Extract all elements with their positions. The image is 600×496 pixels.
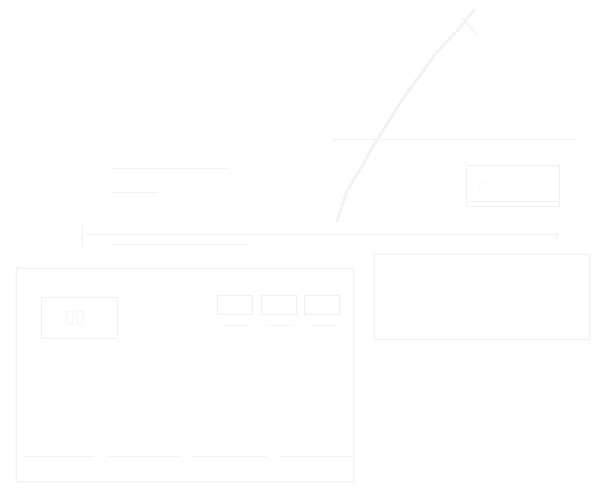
panel-token-underline-2: [267, 325, 293, 326]
main-separator-short: [112, 244, 248, 245]
panel-token-underline-3: [311, 325, 337, 326]
left-thumbnail-box: [41, 297, 118, 339]
panel-token-3: [304, 295, 340, 315]
top-right-divider: [332, 139, 576, 140]
left-content-panel: ▯▯: [16, 268, 354, 482]
small-right-box-inner-line: [470, 201, 558, 202]
left-heading-line-2: [112, 192, 158, 193]
panel-bottom-segment-4: [279, 456, 351, 457]
panel-token-2: [261, 295, 297, 315]
right-content-panel: [374, 254, 590, 340]
left-heading-line-1: [111, 168, 228, 169]
small-right-box: [466, 165, 560, 207]
panel-token-underline-1: [223, 325, 249, 326]
panel-bottom-segment-3: [193, 456, 267, 457]
main-separator-right-cap: [556, 230, 557, 240]
main-separator: [86, 234, 561, 235]
panel-bottom-segment-2: [107, 456, 181, 457]
panel-token-1: [217, 295, 253, 315]
main-separator-left-cap: [82, 224, 83, 248]
left-thumbnail-glyph: ▯▯: [65, 306, 85, 326]
small-right-box-glyph: □: [479, 179, 487, 193]
panel-bottom-segment-1: [22, 456, 94, 457]
